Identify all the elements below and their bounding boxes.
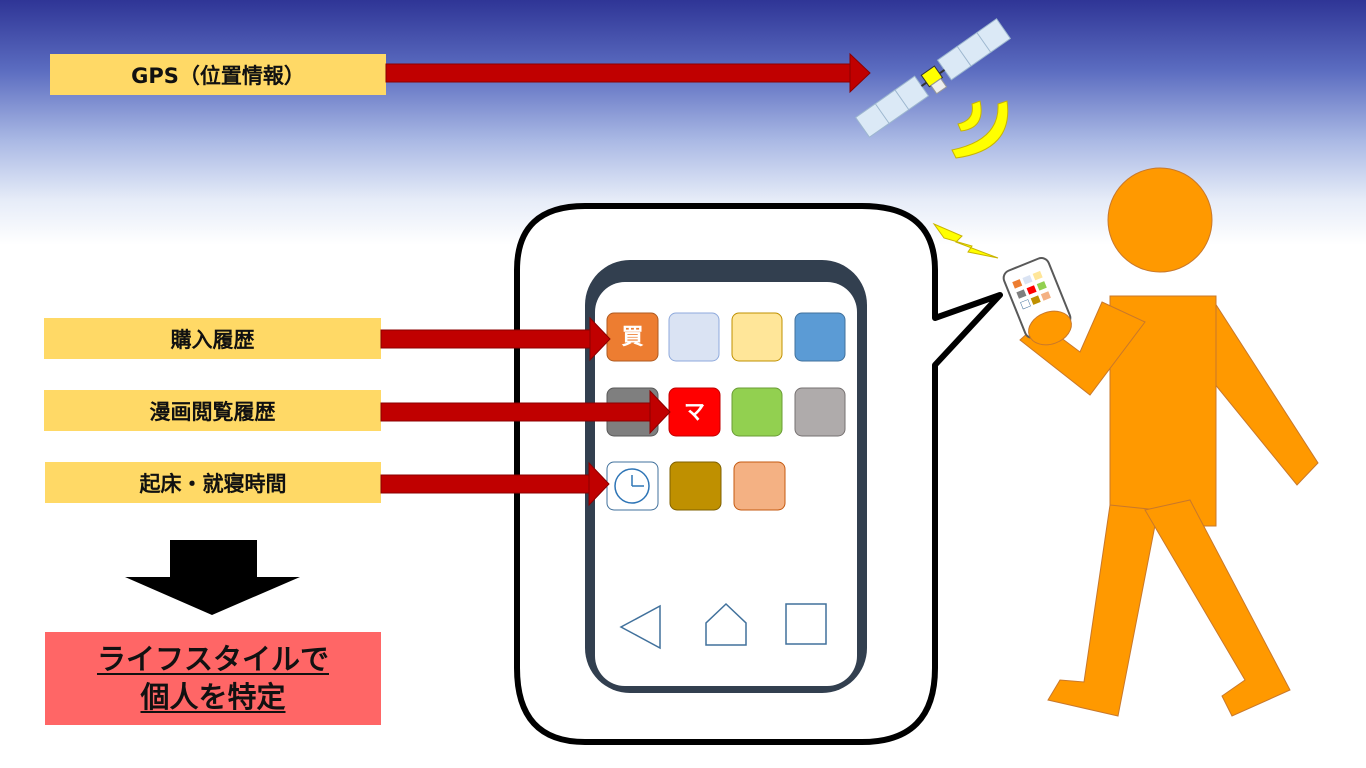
manga-history-label: 漫画閲覧履歴	[44, 390, 381, 431]
app-gold[interactable]	[669, 461, 722, 511]
clock-icon	[614, 468, 650, 504]
person-hand	[1028, 310, 1072, 346]
person-figure	[1019, 167, 1319, 717]
back-nav-icon[interactable]	[619, 604, 661, 650]
sleep-arrow	[380, 461, 610, 507]
app-manga[interactable]: マ	[668, 387, 721, 437]
phone-frame	[585, 260, 867, 693]
person-head	[1107, 167, 1213, 273]
app-grid: 買 マ	[606, 312, 846, 511]
result-line-2: 個人を特定	[140, 679, 286, 714]
app-clock[interactable]	[606, 461, 659, 511]
app-silver[interactable]	[794, 387, 846, 437]
purchase-arrow	[380, 316, 611, 362]
manga-arrow	[380, 389, 671, 435]
person-leg-right	[1144, 499, 1291, 717]
app-purchase[interactable]: 買	[606, 312, 659, 362]
recent-nav-icon[interactable]	[785, 603, 827, 645]
result-line-1: ライフスタイルで	[96, 641, 329, 676]
app-peach[interactable]	[733, 461, 786, 511]
person-leg-left	[1047, 504, 1159, 717]
down-arrow-icon	[125, 540, 300, 615]
result-box: ライフスタイルで 個人を特定	[45, 632, 381, 725]
app-manga-text: マ	[684, 400, 705, 424]
app-blue[interactable]	[794, 312, 846, 362]
phone-nav-bar	[619, 602, 827, 650]
sleep-time-label: 起床・就寝時間	[45, 462, 381, 503]
app-light-yellow[interactable]	[731, 312, 783, 362]
purchase-history-label: 購入履歴	[44, 318, 381, 359]
gps-arrow	[385, 52, 871, 94]
gps-label: GPS（位置情報）	[50, 54, 386, 95]
lightning-icon	[932, 222, 999, 259]
app-green[interactable]	[731, 387, 783, 437]
person-arm-holding	[1019, 301, 1146, 396]
app-light-blue[interactable]	[668, 312, 720, 362]
home-nav-icon[interactable]	[705, 602, 747, 646]
signal-wave-icon	[951, 100, 1009, 159]
app-purchase-text: 買	[621, 325, 643, 350]
satellite-icon	[854, 18, 1012, 138]
